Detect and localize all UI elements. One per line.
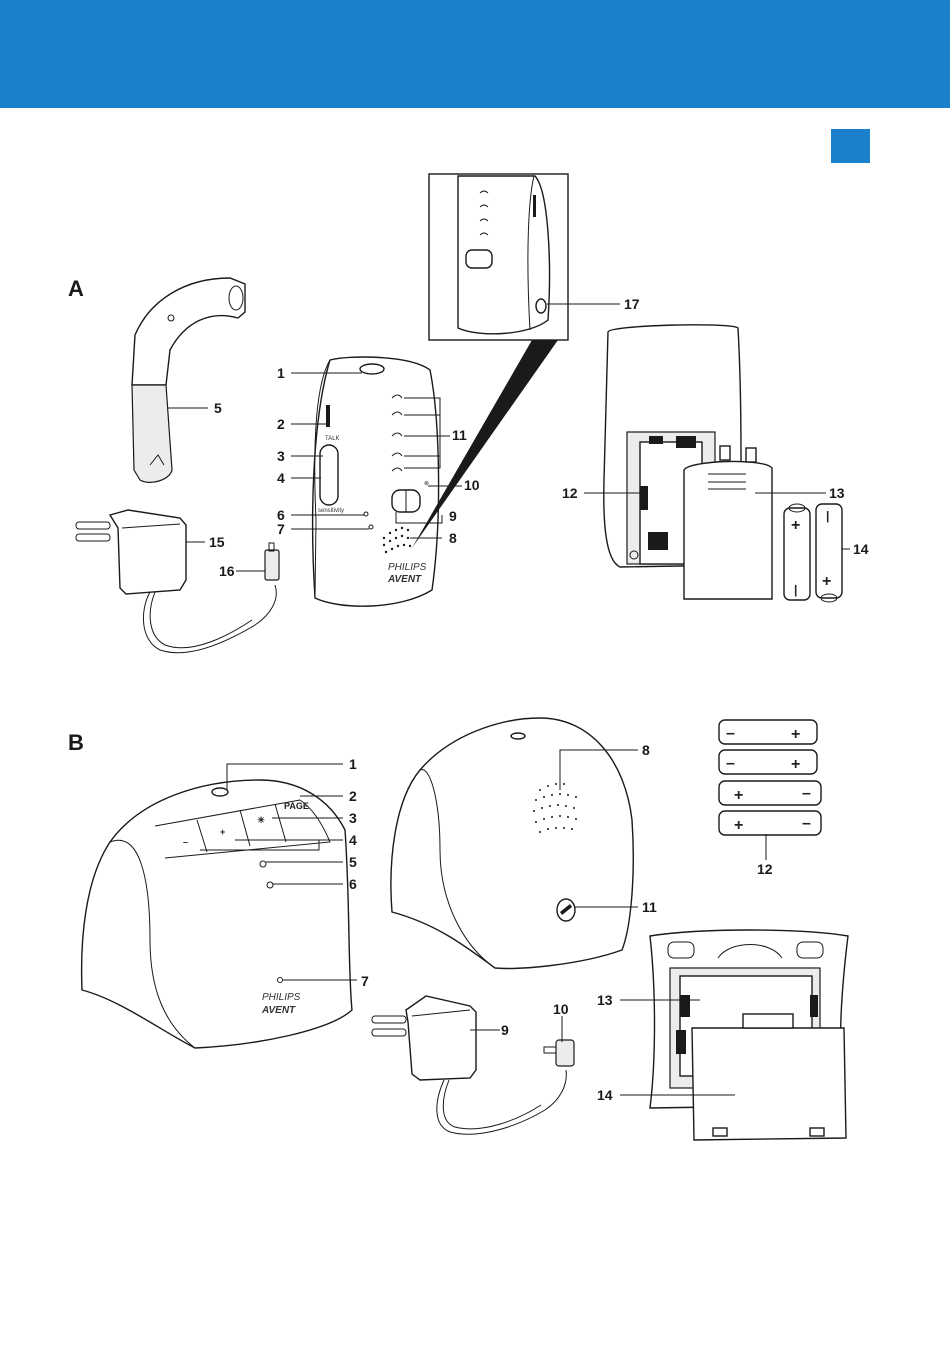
callout-a-7: 7 (277, 521, 285, 537)
svg-text:+: + (791, 756, 800, 773)
callout-a-8: 8 (449, 530, 457, 546)
callout-a-5: 5 (214, 400, 222, 416)
talk-label: TALK (325, 436, 340, 442)
baby-unit-brand-top: PHILIPS (262, 992, 301, 1003)
svg-text:+: + (734, 787, 743, 804)
callout-b-11: 11 (642, 899, 657, 915)
parent-unit-adapter (76, 510, 279, 653)
battery-cover (684, 446, 772, 599)
aa-batteries-parent: + | | + (784, 504, 842, 602)
svg-text:+: + (791, 726, 800, 743)
callout-a-3: 3 (277, 448, 285, 464)
callout-a-2: 2 (277, 416, 285, 432)
callout-b-4: 4 (349, 832, 357, 848)
parent-unit-front: TALK sensitivity ⊗ PHILIPS AVENT (313, 357, 439, 606)
callout-b-14: 14 (597, 1087, 613, 1103)
baby-unit-front: – + ☀ PAGE PHILIPS AVENT (82, 780, 352, 1048)
callout-b-2: 2 (349, 788, 357, 804)
callout-b-10: 10 (553, 1001, 569, 1017)
callout-a-1: 1 (277, 365, 285, 381)
callout-b-13: 13 (597, 992, 613, 1008)
baby-unit-adapter (372, 996, 574, 1134)
svg-text:–: – (802, 815, 811, 832)
svg-text:–: – (726, 725, 735, 742)
callout-a-4: 4 (277, 470, 285, 486)
baby-battery-cover (692, 1014, 846, 1140)
callout-a-11: 11 (452, 427, 467, 443)
page-key-label: PAGE (284, 801, 309, 811)
callout-a-16: 16 (219, 563, 235, 579)
callout-b-6: 6 (349, 876, 357, 892)
callout-b-1: 1 (349, 756, 357, 772)
parent-unit-brand-top: PHILIPS (388, 562, 427, 573)
svg-text:–: – (802, 785, 811, 802)
baby-unit-brand-bottom: AVENT (261, 1005, 296, 1016)
callout-b-8: 8 (642, 742, 650, 758)
parent-unit-brand-bottom: AVENT (387, 574, 422, 585)
callout-a-15: 15 (209, 534, 225, 550)
svg-text:+: + (734, 817, 743, 834)
sensitivity-label: sensitivity (318, 508, 344, 514)
callout-b-5: 5 (349, 854, 357, 870)
callout-a-12: 12 (562, 485, 578, 501)
callout-a-17: 17 (624, 296, 640, 312)
callout-b-9: 9 (501, 1022, 509, 1038)
aa-batteries-baby: – + – + + – + – (719, 720, 821, 835)
callout-b-7: 7 (361, 973, 369, 989)
baby-unit-back (391, 718, 633, 968)
svg-text:|: | (826, 509, 829, 523)
plus-key-label: + (220, 827, 225, 837)
svg-text:+: + (822, 573, 831, 590)
callout-a-13: 13 (829, 485, 845, 501)
minus-key-label: – (183, 837, 188, 847)
callout-a-10: 10 (464, 477, 480, 493)
svg-text:+: + (791, 517, 800, 534)
svg-text:|: | (794, 583, 797, 597)
svg-text:☀: ☀ (257, 815, 265, 825)
svg-text:–: – (726, 755, 735, 772)
belt-clip (132, 278, 245, 482)
callout-a-14: 14 (853, 541, 869, 557)
callout-b-3: 3 (349, 810, 357, 826)
callout-a-9: 9 (449, 508, 457, 524)
callout-b-12: 12 (757, 861, 773, 877)
